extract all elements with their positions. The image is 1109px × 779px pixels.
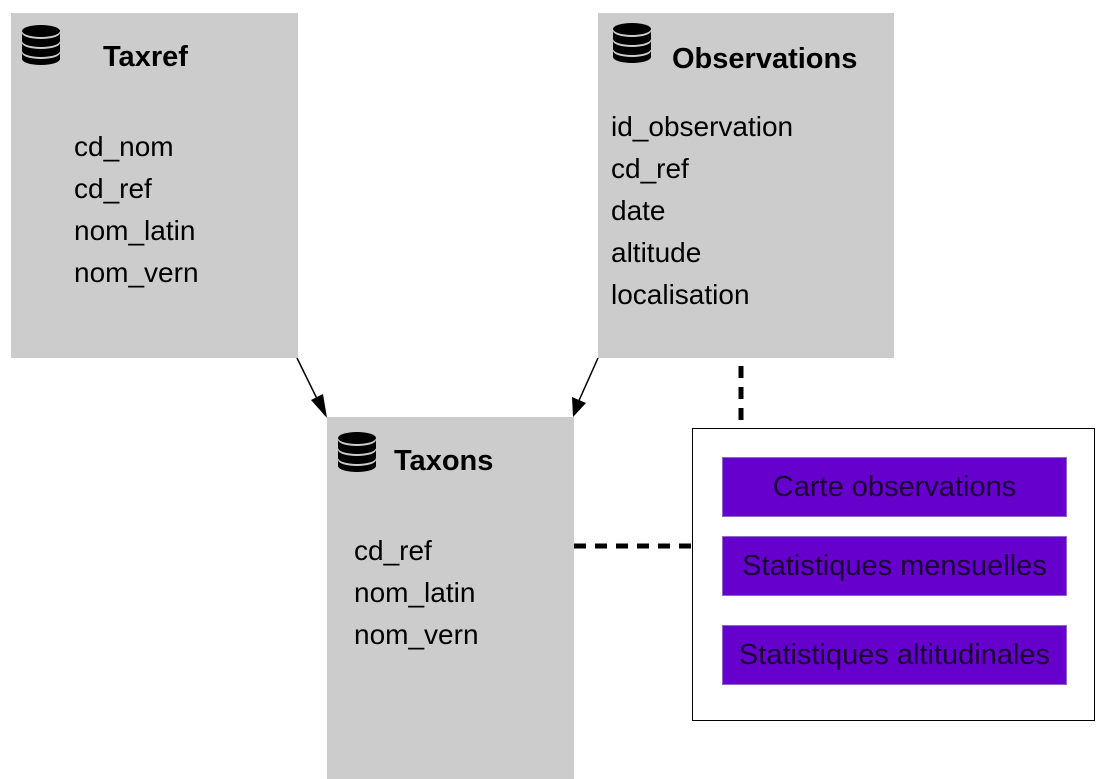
table-title-observations: Observations bbox=[672, 43, 858, 75]
field-cd-ref: cd_ref bbox=[354, 535, 432, 566]
table-taxref: Taxref cd_nom cd_ref nom_latin nom_vern bbox=[11, 13, 298, 358]
statistiques-mensuelles-button[interactable]: Statistiques mensuelles bbox=[722, 536, 1067, 596]
statistiques-altitudinales-button[interactable]: Statistiques altitudinales bbox=[722, 625, 1067, 685]
field-nom-vern: nom_vern bbox=[354, 619, 479, 650]
carte-observations-button[interactable]: Carte observations bbox=[722, 457, 1067, 517]
field-nom-latin: nom_latin bbox=[74, 215, 196, 246]
field-cd-ref: cd_ref bbox=[611, 153, 689, 184]
field-cd-ref: cd_ref bbox=[74, 173, 152, 204]
field-cd-nom: cd_nom bbox=[74, 131, 174, 162]
table-observations: Observations id_observation cd_ref date … bbox=[598, 13, 894, 358]
field-nom-latin: nom_latin bbox=[354, 577, 476, 608]
views-panel: Carte observations Statistiques mensuell… bbox=[692, 428, 1095, 721]
database-icon bbox=[338, 432, 376, 472]
table-taxons: Taxons cd_ref nom_latin nom_vern bbox=[327, 417, 574, 779]
field-nom-vern: nom_vern bbox=[74, 257, 199, 288]
table-title-taxref: Taxref bbox=[103, 41, 188, 73]
arrow-taxref-to-taxons-head bbox=[311, 394, 327, 418]
field-id-observation: id_observation bbox=[611, 111, 794, 142]
arrow-taxref-to-taxons bbox=[296, 357, 326, 416]
table-title-taxons: Taxons bbox=[394, 445, 494, 477]
arrow-observations-to-taxons-head bbox=[572, 397, 586, 417]
database-icon bbox=[613, 23, 651, 63]
field-localisation: localisation bbox=[611, 279, 750, 310]
field-altitude: altitude bbox=[611, 237, 702, 268]
database-icon bbox=[22, 25, 60, 65]
arrow-observations-to-taxons bbox=[576, 357, 599, 406]
field-date: date bbox=[611, 195, 666, 226]
